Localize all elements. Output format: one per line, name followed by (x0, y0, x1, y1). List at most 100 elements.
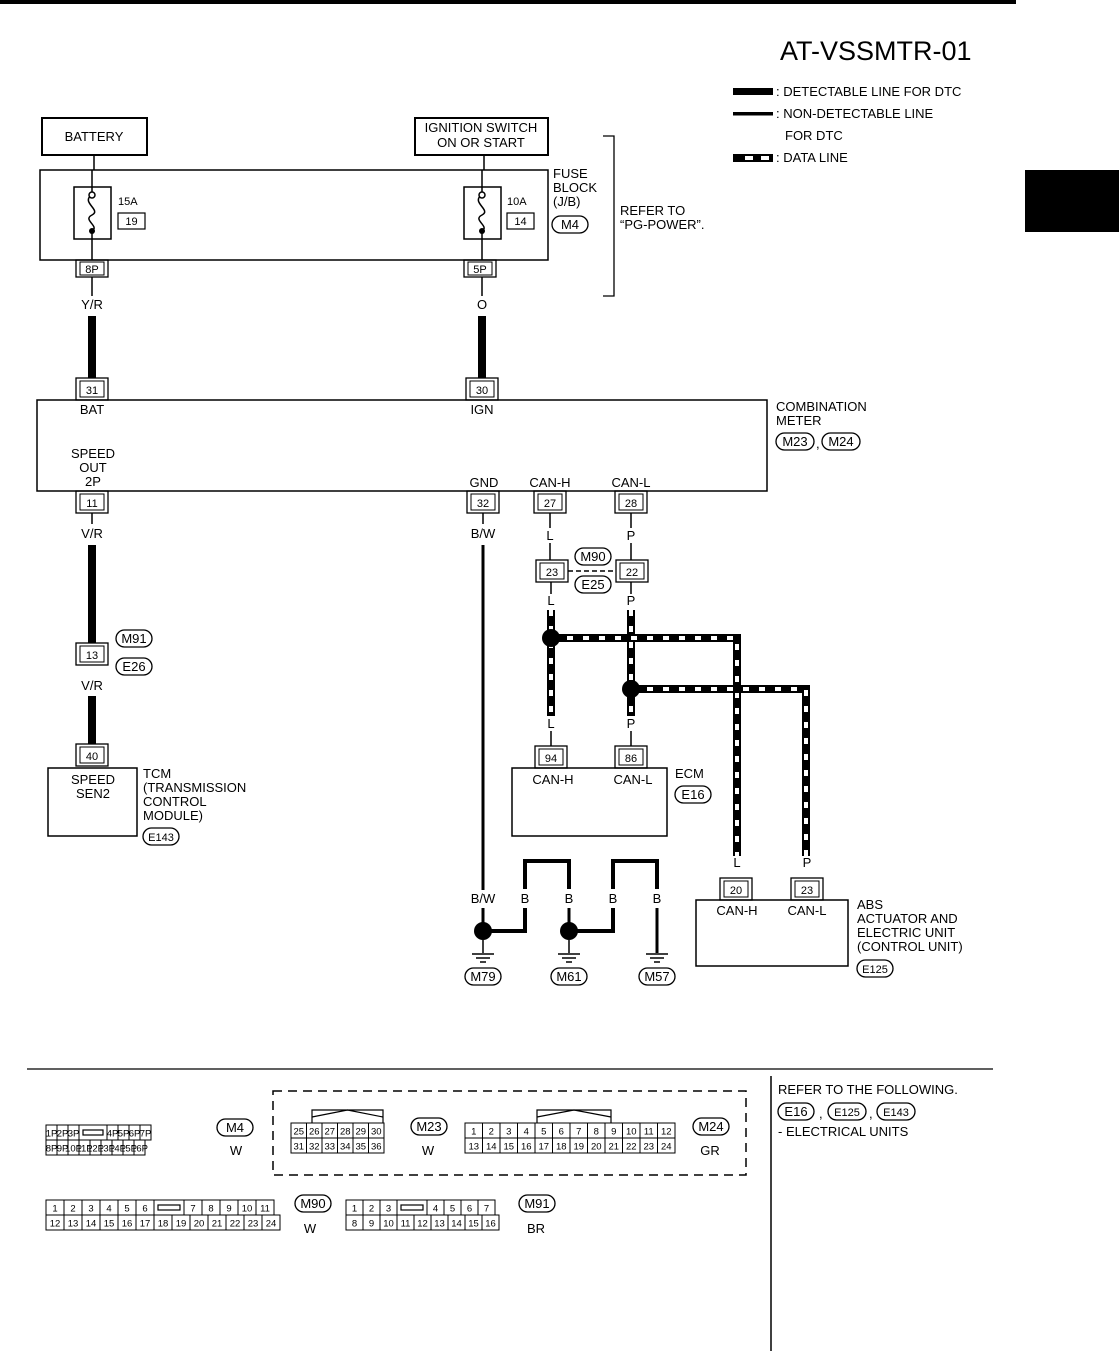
pin-label: 16P (131, 1144, 148, 1155)
connector-color: W (304, 1221, 317, 1236)
refer-label-2: “PG-POWER”. (620, 217, 705, 232)
ecm-box (511, 767, 668, 837)
connector-color: GR (700, 1143, 720, 1158)
pin-label: 5P (118, 1129, 130, 1140)
pin-label: 16 (122, 1219, 133, 1230)
pin-label: 6 (142, 1204, 147, 1215)
svg-text:CONTROL: CONTROL (143, 794, 207, 809)
tcm-box (47, 767, 138, 837)
pin-5p: 5P (473, 264, 486, 276)
pin-label: 12P (87, 1144, 104, 1155)
meter-conn-a: M23 (782, 434, 807, 449)
meter-speed-3: 2P (85, 474, 101, 489)
pin-label: 20 (194, 1219, 205, 1230)
wire-v-r-1: V/R (81, 526, 103, 541)
svg-text:SPEED: SPEED (71, 772, 115, 787)
pin-label: 12 (661, 1127, 672, 1138)
joint-m90: M90 (580, 549, 605, 564)
fuse-block-label-3: (J/B) (553, 194, 580, 209)
meter-speed-2: OUT (79, 460, 107, 475)
fuse-b-number: 14 (514, 216, 526, 228)
pin-label: 5 (124, 1204, 129, 1215)
pin-label: 24 (661, 1142, 672, 1153)
ground-m61 (558, 922, 580, 963)
wire-v-r-2: V/R (81, 678, 103, 693)
pin-label: 15 (468, 1219, 479, 1230)
svg-text:L: L (733, 855, 740, 870)
pin-label: 1P (46, 1129, 58, 1140)
svg-text:M57: M57 (644, 969, 669, 984)
svg-text:E143: E143 (883, 1107, 909, 1119)
splice-dot-l (542, 629, 560, 647)
pin-label: 25 (293, 1127, 304, 1138)
fuse-block-connector: M4 (561, 217, 579, 232)
pin-label: 9 (226, 1204, 231, 1215)
svg-text:SEN2: SEN2 (76, 786, 110, 801)
fuse-block-label-2: BLOCK (553, 180, 597, 195)
svg-text:CAN-L: CAN-L (613, 772, 652, 787)
svg-text:L: L (546, 528, 553, 543)
pin-label: 13 (468, 1142, 479, 1153)
refer-electrical-units: - ELECTRICAL UNITS (778, 1124, 909, 1139)
wire-o: O (477, 297, 487, 312)
ecm-conn: E16 (681, 787, 704, 802)
svg-text:CAN-L: CAN-L (787, 903, 826, 918)
svg-text:ACTUATOR AND: ACTUATOR AND (857, 911, 958, 926)
connector-id: M24 (698, 1119, 723, 1134)
svg-text:(TRANSMISSION: (TRANSMISSION (143, 780, 246, 795)
joint-m91: M91 (121, 631, 146, 646)
pin-label: 6 (559, 1127, 564, 1138)
pin-label: 18 (158, 1219, 169, 1230)
svg-text:MODULE): MODULE) (143, 808, 203, 823)
pin-label: 12 (417, 1219, 428, 1230)
legend-detectable-swatch (733, 88, 773, 95)
svg-text:L: L (547, 593, 554, 608)
pin-label: 21 (212, 1219, 223, 1230)
svg-text:P: P (627, 593, 636, 608)
pin-label: 10 (242, 1204, 253, 1215)
fuse-a-amp: 15A (118, 196, 138, 208)
svg-text:M61: M61 (556, 969, 581, 984)
pin-label: 22 (230, 1219, 241, 1230)
pin-label: 2 (369, 1204, 374, 1215)
pin-label: 23 (248, 1219, 259, 1230)
connector-color: W (422, 1143, 435, 1158)
svg-text:CAN-H: CAN-H (716, 903, 757, 918)
abs-pin-20: 20 (730, 885, 742, 897)
pin-label: 5 (541, 1127, 546, 1138)
pin-label: 7P (140, 1129, 152, 1140)
pin-8p: 8P (85, 264, 98, 276)
pin-label: 17 (140, 1219, 151, 1230)
pin-31: 31 (86, 385, 98, 397)
abs-conn: E125 (862, 964, 888, 976)
pin-label: 11 (260, 1204, 270, 1215)
pin-label: 9P (57, 1144, 69, 1155)
svg-text:,: , (819, 1106, 823, 1121)
svg-text:L: L (547, 716, 554, 731)
top-rule (0, 0, 1016, 4)
pin-label: 11 (401, 1219, 411, 1230)
meter-conn-b: M24 (828, 434, 853, 449)
pin-label: 17 (538, 1142, 549, 1153)
fuse-block-box (39, 169, 549, 261)
joint-pin-13: 13 (86, 650, 98, 662)
pin-label: 8 (594, 1127, 599, 1138)
abs-box (695, 899, 849, 967)
wire-b-w-1: B/W (471, 526, 496, 541)
meter-ign: IGN (470, 402, 493, 417)
pin-label: 3 (506, 1127, 511, 1138)
pin-label: 15 (104, 1219, 115, 1230)
connector-id: M91 (524, 1196, 549, 1211)
pin-label: 16 (485, 1219, 496, 1230)
pin-label: 16 (521, 1142, 532, 1153)
pin-label: 20 (591, 1142, 602, 1153)
pin-label: 4P (107, 1129, 119, 1140)
svg-text:B: B (653, 891, 662, 906)
pin-label: 31 (293, 1142, 304, 1153)
svg-text:B: B (565, 891, 574, 906)
svg-text:B: B (521, 891, 530, 906)
pin-label: 22 (626, 1142, 637, 1153)
pin-label: 13 (434, 1219, 445, 1230)
